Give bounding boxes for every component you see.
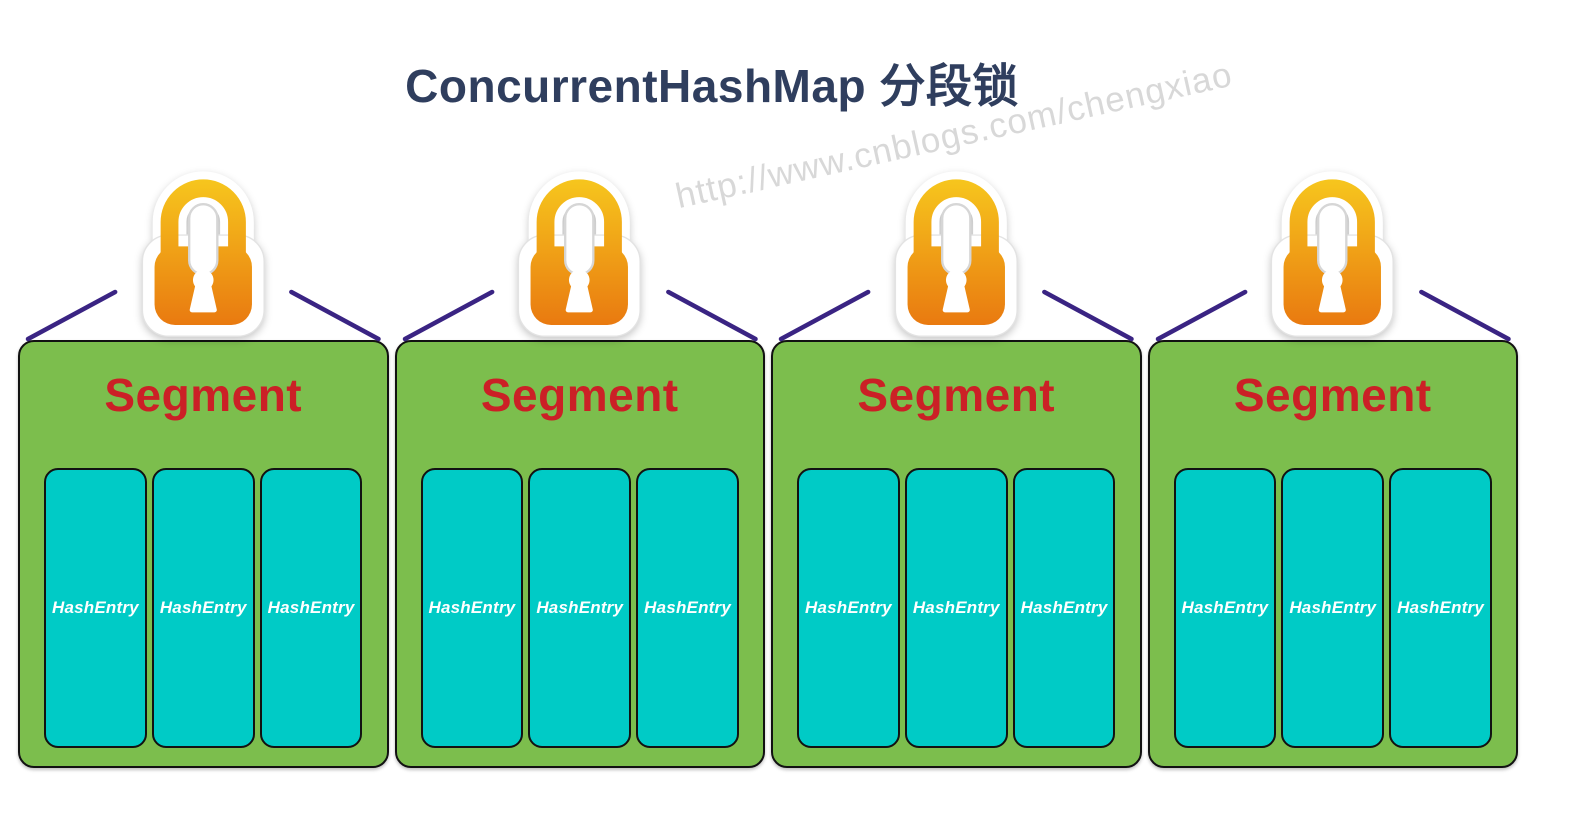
hash-entry-row: HashEntry HashEntry HashEntry bbox=[420, 468, 740, 748]
segment-label: Segment bbox=[480, 369, 679, 421]
segment-box: Segment HashEntry HashEntry HashEntry bbox=[394, 340, 765, 768]
segment-unit: Segment HashEntry HashEntry HashEntry bbox=[18, 162, 389, 768]
hash-entry-box: HashEntry bbox=[420, 468, 524, 748]
hash-entry-box: HashEntry bbox=[1389, 468, 1492, 748]
hash-entry-row: HashEntry HashEntry HashEntry bbox=[797, 468, 1116, 748]
hash-entry-label: HashEntry bbox=[159, 598, 247, 617]
segment-unit: Segment HashEntry HashEntry HashEntry bbox=[394, 162, 766, 768]
lock-area bbox=[771, 162, 1142, 340]
segment-box: Segment HashEntry HashEntry HashEntry bbox=[771, 340, 1142, 768]
hash-entry-row: HashEntry HashEntry HashEntry bbox=[44, 468, 363, 748]
hash-entry-box: HashEntry bbox=[1012, 468, 1116, 748]
hash-entry-box: HashEntry bbox=[259, 468, 363, 748]
hash-entry-label: HashEntry bbox=[644, 598, 731, 617]
lock-area bbox=[395, 162, 766, 340]
segment-label: Segment bbox=[857, 369, 1056, 421]
hash-entry-box: HashEntry bbox=[44, 468, 147, 748]
padlock-icon bbox=[886, 162, 1027, 340]
hash-entry-label: HashEntry bbox=[52, 598, 139, 617]
page-title: ConcurrentHashMap 分段锁 bbox=[405, 60, 1019, 112]
hash-entry-label: HashEntry bbox=[536, 598, 624, 617]
padlock-icon bbox=[509, 162, 650, 340]
segment-unit: Segment HashEntry HashEntry HashEntry bbox=[771, 162, 1142, 768]
hash-entry-label: HashEntry bbox=[1181, 598, 1269, 617]
hash-entry-box: HashEntry bbox=[528, 468, 632, 748]
concurrenthashmap-diagram: Segment HashEntry HashEntry HashEntry Se… bbox=[18, 162, 1518, 768]
segment-label: Segment bbox=[104, 369, 303, 421]
hash-entry-box: HashEntry bbox=[636, 468, 739, 748]
padlock-icon bbox=[133, 162, 274, 340]
hash-entry-label: HashEntry bbox=[267, 598, 355, 617]
hash-entry-label: HashEntry bbox=[1289, 598, 1377, 617]
hash-entry-label: HashEntry bbox=[912, 598, 1000, 617]
hash-entry-row: HashEntry HashEntry HashEntry bbox=[1173, 468, 1493, 748]
lock-area bbox=[18, 162, 389, 340]
hash-entry-label: HashEntry bbox=[805, 598, 892, 617]
hash-entry-box: HashEntry bbox=[797, 468, 900, 748]
hash-entry-label: HashEntry bbox=[428, 598, 516, 617]
segment-unit: Segment HashEntry HashEntry HashEntry bbox=[1147, 162, 1519, 768]
segment-box: Segment HashEntry HashEntry HashEntry bbox=[18, 340, 389, 768]
hash-entry-box: HashEntry bbox=[151, 468, 255, 748]
segment-label: Segment bbox=[1233, 369, 1432, 421]
segment-box: Segment HashEntry HashEntry HashEntry bbox=[1147, 340, 1518, 768]
hash-entry-box: HashEntry bbox=[904, 468, 1008, 748]
padlock-icon bbox=[1262, 162, 1403, 340]
hash-entry-box: HashEntry bbox=[1281, 468, 1385, 748]
lock-area bbox=[1148, 162, 1519, 340]
hash-entry-box: HashEntry bbox=[1173, 468, 1277, 748]
hash-entry-label: HashEntry bbox=[1020, 598, 1108, 617]
hash-entry-label: HashEntry bbox=[1397, 598, 1484, 617]
